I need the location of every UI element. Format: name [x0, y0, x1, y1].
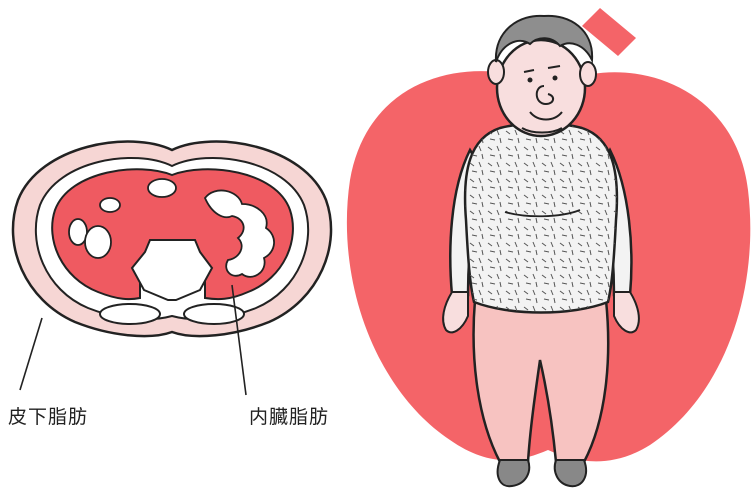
organ-blob [100, 198, 120, 212]
organ-blob [85, 226, 111, 258]
organ-blob [148, 179, 176, 197]
pointer-line-subcutaneous [20, 318, 42, 390]
left-eye [528, 78, 533, 83]
left-shoe [498, 460, 530, 486]
right-ear [580, 62, 596, 86]
subcutaneous-fat-label: 皮下脂肪 [8, 402, 88, 429]
right-shoe [555, 460, 586, 486]
visceral-fat-label: 内臓脂肪 [249, 402, 329, 429]
abdomen-cross-section-icon [13, 142, 331, 395]
right-eye [553, 76, 558, 81]
back-muscle-left [100, 304, 160, 324]
left-ear [488, 60, 504, 84]
sweater-texture [465, 124, 617, 313]
